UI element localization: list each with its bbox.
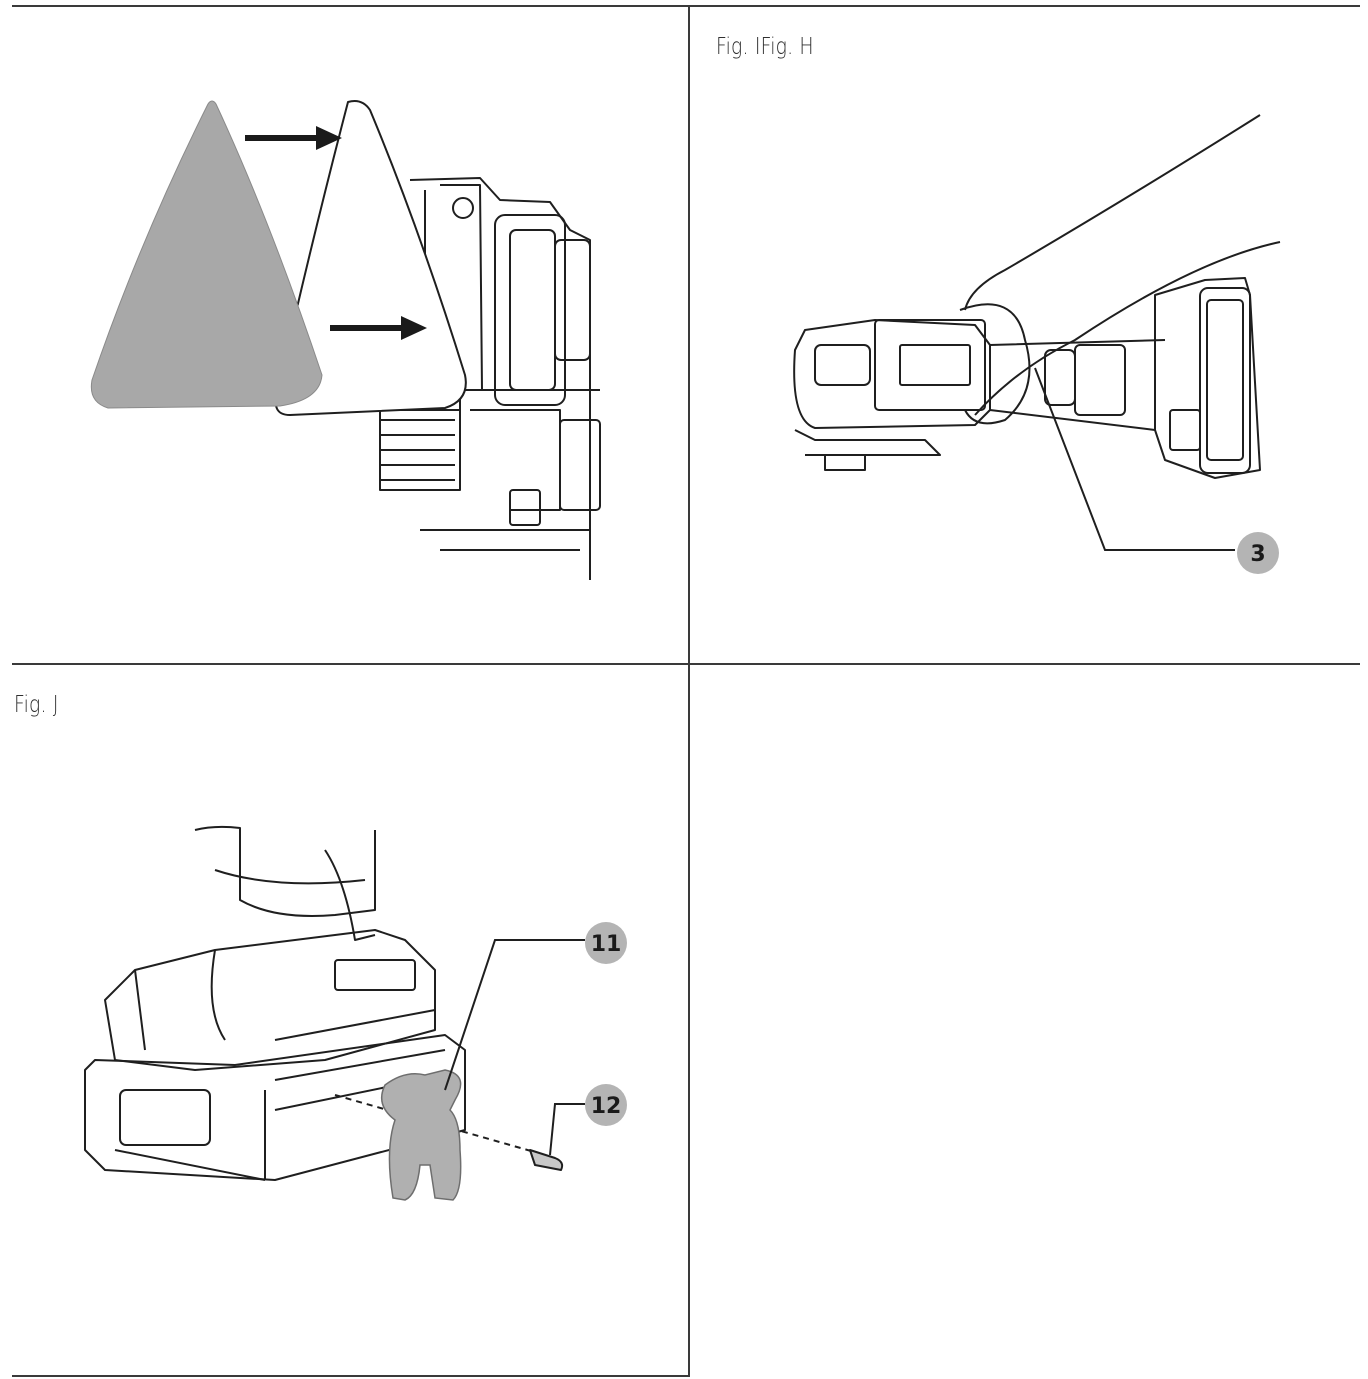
belt-clip <box>380 1069 462 1201</box>
oscillating-tool-in-hand-illustration: 3 <box>775 110 1295 590</box>
insert-arrows <box>245 126 427 340</box>
callout-3: 3 <box>1250 542 1265 567</box>
figure-label-bottom-left: Fig. J <box>14 692 59 718</box>
callout-11: 11 <box>591 932 622 957</box>
sanding-pad-illustration <box>80 90 610 590</box>
callout-12: 12 <box>591 1094 622 1119</box>
center-divider <box>688 5 690 1377</box>
figure-label-top-right: Fig. IFig. H <box>716 34 814 60</box>
top-border <box>12 5 1360 7</box>
bottom-border <box>12 1375 689 1377</box>
battery-clip-illustration: 11 12 <box>75 820 655 1220</box>
middle-divider <box>12 663 1360 665</box>
sanding-sheet <box>90 100 323 409</box>
